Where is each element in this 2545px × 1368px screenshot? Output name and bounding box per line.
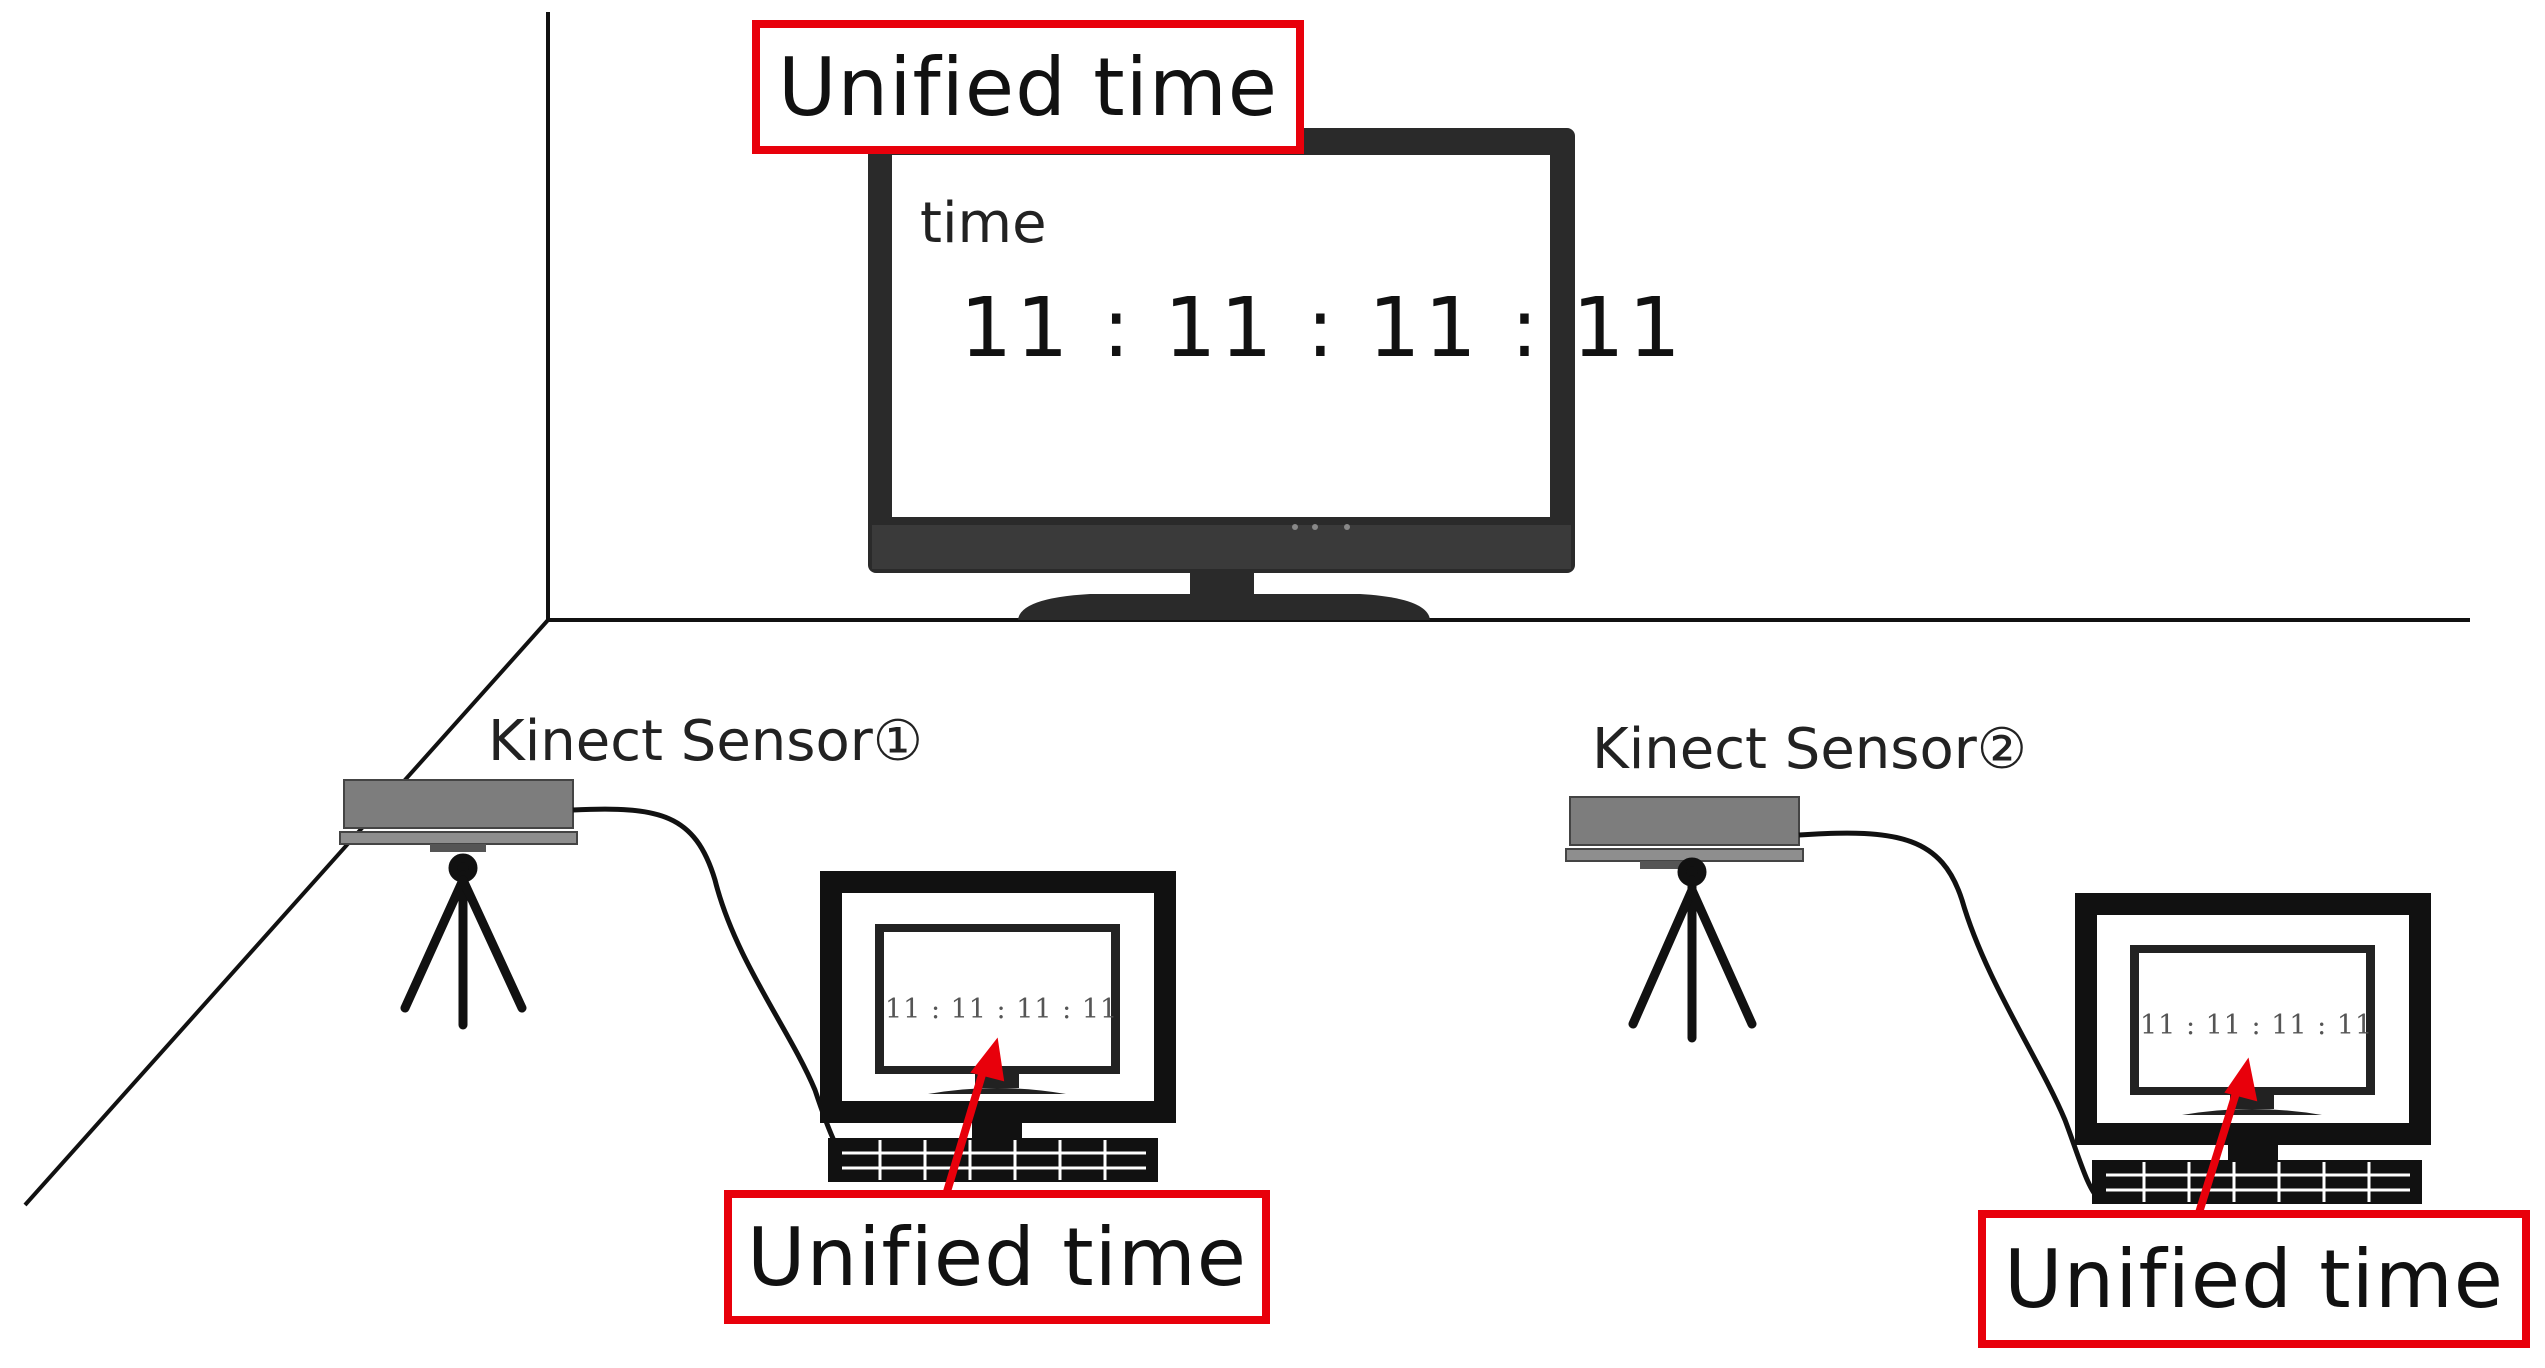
tripod-1-icon [400,853,527,1030]
kinect-sensor-1-icon [339,779,578,852]
pc-1-unified-time-text: Unified time [746,1210,1248,1304]
room-lines [23,12,2470,1207]
tv-unified-time-label: Unified time [752,20,1304,154]
arrow-2-icon [2194,1057,2258,1218]
pc-2-unified-time-text: Unified time [2003,1232,2505,1326]
cable-1 [572,806,860,1175]
kinect-sensor-2-label: Kinect Sensor② [1592,717,2027,782]
kinect-sensor-1-label: Kinect Sensor① [488,709,923,774]
tv-unified-time-text: Unified time [777,40,1279,134]
cable-2 [1798,830,2102,1202]
tv-time-caption: time [920,191,1047,256]
kinect-sensor-2-icon [1565,796,1804,869]
pc-1-screen-clock: 11 : 11 : 11 : 11 [885,994,1119,1025]
pc-1-icon [820,871,1176,1182]
pc-2-icon [2075,893,2431,1204]
tripod-2-icon [1628,857,1757,1043]
pc-2-unified-time-label: Unified time [1978,1210,2530,1348]
wall-monitor [868,128,1575,620]
pc-1-unified-time-label: Unified time [724,1190,1270,1324]
tv-clock-display: 11 : 11 : 11 : 11 [960,281,1685,376]
pc-2-screen-clock: 11 : 11 : 11 : 11 [2140,1010,2374,1041]
